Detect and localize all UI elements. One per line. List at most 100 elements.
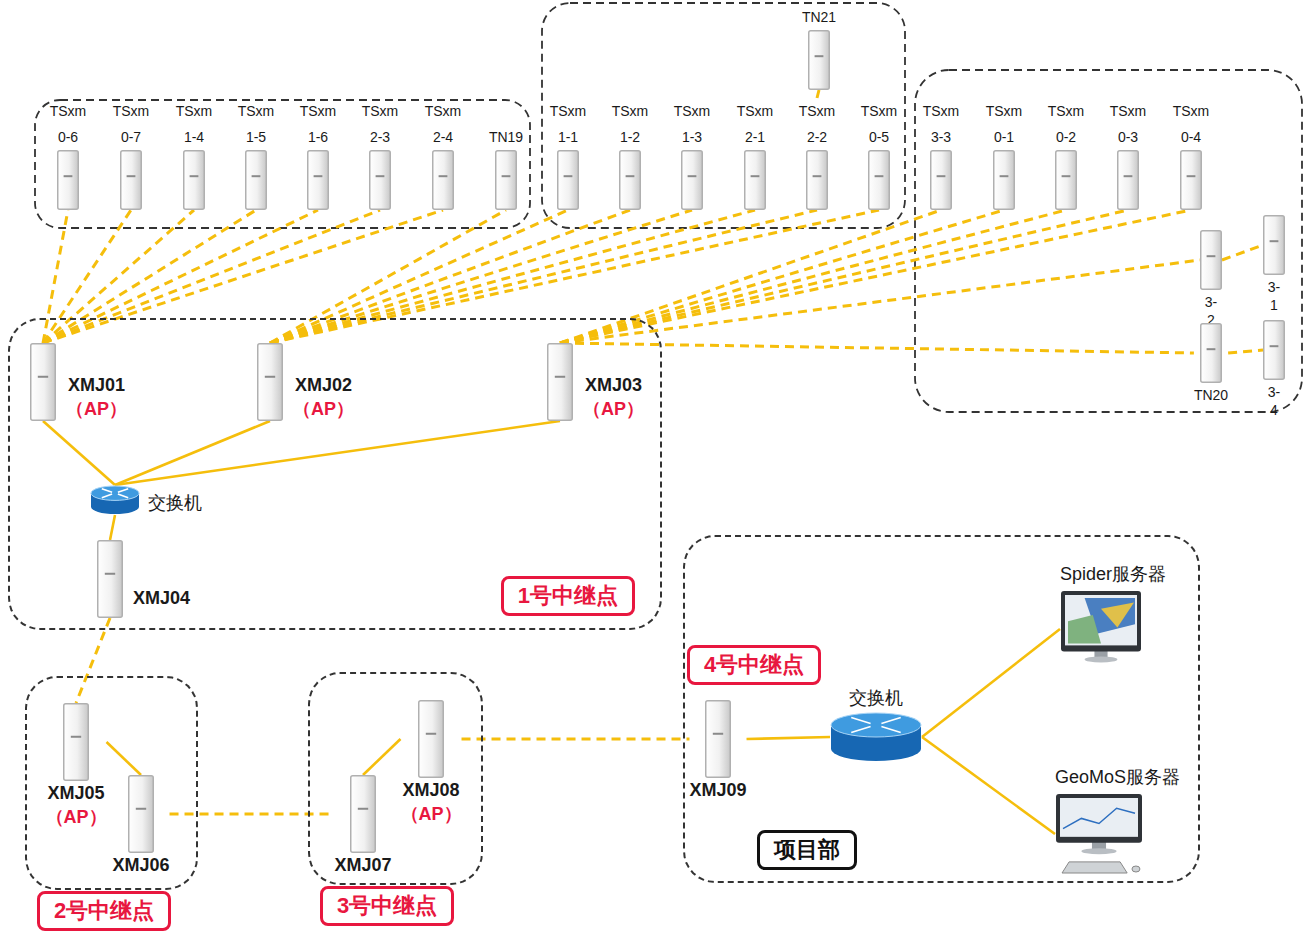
station-label: TSxm 0-4 (1173, 98, 1210, 150)
antenna-body (807, 151, 828, 210)
antenna-body (64, 704, 89, 781)
link-line (110, 515, 115, 540)
antenna-body (809, 31, 830, 90)
link-line (270, 210, 568, 343)
antenna-node: TSxm 0-3 (1110, 98, 1147, 210)
station-label: TSxm 1-6 (300, 98, 337, 150)
device-icon (1200, 323, 1222, 383)
station-label: XMJ01 (68, 373, 125, 397)
label-group: TSxm 0-5 (861, 98, 898, 150)
monitor-base (1081, 848, 1116, 854)
antenna-body (370, 151, 391, 210)
station-label: TSxm 0-3 (1110, 98, 1147, 150)
device-icon (97, 540, 123, 618)
server-label: GeoMoS服务器 (1055, 765, 1180, 789)
antenna-node: 3-4 (1263, 320, 1285, 419)
label-group: 3-4 (1268, 380, 1280, 419)
switch-top (91, 486, 139, 500)
label-group: TSxm 1-5 (238, 98, 275, 150)
antenna-node: TSxm 1-5 (238, 98, 275, 210)
device-icon (369, 150, 391, 210)
station-label: TSxm 0-5 (861, 98, 898, 150)
device-icon (1055, 150, 1077, 210)
screen-map (1068, 615, 1101, 643)
link-line (747, 737, 830, 739)
antenna-logo (1062, 175, 1071, 177)
link-line (560, 210, 1066, 343)
station-label: TSxm 1-3 (674, 98, 711, 150)
antenna-logo (813, 175, 822, 177)
label-group: XMJ05（AP） (46, 781, 107, 829)
relay-group: XMJ01（AP）XMJ02（AP）XMJ03（AP）交换机XMJ041号中继点 (8, 318, 662, 630)
switch-arrow (851, 718, 870, 724)
antenna-node: TSxm 0-2 (1048, 98, 1085, 210)
antenna-logo (815, 55, 824, 57)
antenna-body (184, 151, 205, 210)
antenna-node: TSxm 1-1 (550, 98, 587, 210)
antenna-logo (1124, 175, 1133, 177)
antenna-node: XMJ02（AP） (257, 343, 354, 421)
antenna-logo (875, 175, 884, 177)
label-group: TN19 (489, 124, 523, 150)
switch-node: 交换机 (830, 686, 922, 762)
link-line (560, 210, 1004, 343)
antenna-logo (71, 736, 81, 738)
link-line (560, 210, 941, 343)
mouse (1132, 866, 1140, 872)
device-icon (547, 343, 573, 421)
antenna-node: TSxm 0-7 (113, 98, 150, 210)
antenna-node: TSxm 2-3 (362, 98, 399, 210)
antenna-body (682, 151, 703, 210)
switch-label: 交换机 (849, 686, 903, 710)
antenna-logo (136, 808, 146, 810)
device-icon (495, 150, 517, 210)
device-icon (57, 150, 79, 210)
label-group: TSxm 2-2 (799, 98, 836, 150)
label-group: TN20 (1194, 383, 1228, 404)
device-icon (257, 343, 283, 421)
device-icon (350, 775, 376, 853)
station-label: XMJ09 (689, 778, 746, 802)
station-label: TN21 (802, 4, 836, 30)
screen-map (1101, 602, 1134, 627)
antenna-node: TSxm 3-3 (923, 98, 960, 210)
device-icon (806, 150, 828, 210)
relay-label: 3号中继点 (320, 886, 454, 926)
antenna-logo (502, 175, 511, 177)
antenna-node: TSxm 0-1 (986, 98, 1023, 210)
station-label: TSxm 1-2 (612, 98, 649, 150)
link-line (270, 210, 817, 343)
link-line (560, 210, 1128, 343)
relay-label: 项目部 (757, 830, 857, 870)
label-group: TSxm 1-1 (550, 98, 587, 150)
switch-arrow (118, 489, 128, 493)
antenna-body (129, 776, 154, 853)
link-line (560, 343, 1194, 353)
station-label: XMJ08 (402, 778, 459, 802)
ap-label: （AP） (66, 397, 127, 421)
label-group: XMJ07 (334, 853, 391, 877)
antenna-node: TSxm 1-6 (300, 98, 337, 210)
monitor-frame (1056, 794, 1142, 843)
antenna-body (1264, 216, 1285, 275)
antenna-body (1181, 151, 1202, 210)
device-icon (63, 703, 89, 781)
antenna-node: TSxm 0-4 (1173, 98, 1210, 210)
antenna-node: TSxm 0-6 (50, 98, 87, 210)
link-line (270, 210, 630, 343)
station-label: TN20 (1194, 386, 1228, 404)
antenna-body (994, 151, 1015, 210)
link-line (560, 260, 1200, 343)
relay-label: 2号中继点 (37, 891, 171, 931)
antenna-logo (555, 376, 565, 378)
device-icon (418, 700, 444, 778)
device-icon (1055, 793, 1143, 875)
device-icon (1263, 215, 1285, 275)
link-line (107, 742, 141, 775)
link-line (43, 210, 194, 343)
station-label: XMJ03 (585, 373, 642, 397)
link-line (115, 421, 560, 485)
label-group: 交换机 (849, 686, 903, 710)
